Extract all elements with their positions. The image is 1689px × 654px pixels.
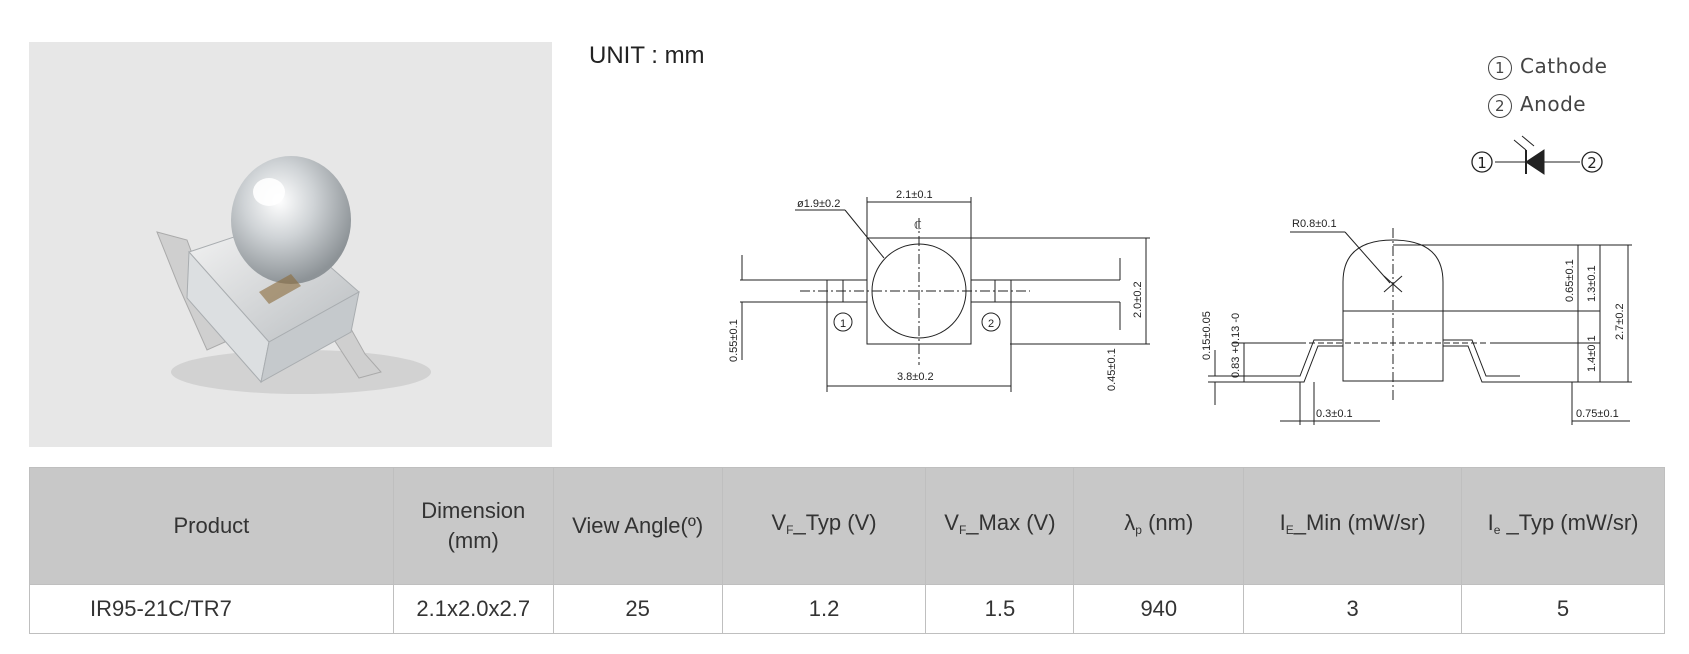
header-subscript: E <box>1285 522 1294 537</box>
pin-number: 1 <box>1488 55 1512 80</box>
header-rest: _Typ (mW/sr) <box>1500 509 1639 535</box>
header-vf-typ: VF_Typ (V) <box>721 467 927 585</box>
dim-pad-width: 0.45±0.1 <box>1106 348 1118 391</box>
table-header-row: Product Dimension(mm) View Angle(º) VF_T… <box>29 467 1665 585</box>
dim-pad-gap: 0.55±0.1 <box>728 319 740 362</box>
table-row: IR95-21C/TR7 2.1x2.0x2.7 25 1.2 1.5 940 … <box>29 584 1665 634</box>
header-wavelength: λp (nm) <box>1073 467 1245 585</box>
dim-length: 3.8±0.2 <box>897 371 934 383</box>
cell-ie-min: 3 <box>1243 584 1463 634</box>
dim-diameter: ø1.9±0.2 <box>797 198 840 210</box>
header-subscript: F <box>786 522 794 537</box>
dim-top-width: 2.1±0.1 <box>896 189 933 201</box>
dim-height: 2.0±0.2 <box>1132 281 1144 318</box>
product-photo <box>29 42 552 447</box>
symbol-pin-2: 2 <box>1587 154 1597 172</box>
cell-dimension: 2.1x2.0x2.7 <box>392 584 554 634</box>
cell-view-angle: 25 <box>552 584 723 634</box>
header-dimension: Dimension (mm) <box>392 467 554 585</box>
pin-mark-2: 2 <box>988 318 994 330</box>
photodiode-symbol-icon <box>1471 135 1603 175</box>
legend-anode: 2 Anode <box>1488 90 1607 128</box>
header-subscript: F <box>958 522 967 537</box>
header-rest: _Min (mW/sr) <box>1293 509 1426 535</box>
dim-lead-end: 0.75±0.1 <box>1576 408 1619 420</box>
pin-mark-1: 1 <box>840 318 846 330</box>
dim-lead-width: 0.3±0.1 <box>1316 408 1353 420</box>
dim-body: 1.4±0.1 <box>1586 335 1598 372</box>
header-symbol: I <box>1279 509 1286 535</box>
unit-label: UNIT : mm <box>589 42 705 69</box>
cell-vf-max: 1.5 <box>925 584 1075 634</box>
header-dimension-line2: (mm) <box>447 528 499 553</box>
header-ie-min: IE_Min (mW/sr) <box>1243 467 1463 585</box>
dim-lead-thick: 0.15±0.05 <box>1201 311 1213 360</box>
cell-wavelength: 940 <box>1073 584 1245 634</box>
header-symbol: λ <box>1124 509 1136 535</box>
led-package-illustration <box>156 156 431 394</box>
top-view-drawing <box>740 197 1150 392</box>
pin-number: 2 <box>1488 93 1512 118</box>
header-subscript: e <box>1493 522 1501 537</box>
dim-dome-total: 1.3±0.1 <box>1586 265 1598 302</box>
legend-label: Cathode <box>1520 54 1608 78</box>
header-product: Product <box>29 467 394 585</box>
header-rest: (nm) <box>1141 509 1194 535</box>
spec-table: Product Dimension(mm) View Angle(º) VF_T… <box>29 467 1665 634</box>
dim-dome: 0.65±0.1 <box>1564 259 1576 302</box>
dimension-drawings: ø1.9±0.2 2.1±0.1 ℂ 1 2 3.8±0.2 2.0±0.2 0… <box>728 135 1632 425</box>
dim-total-height: 2.7±0.2 <box>1614 303 1626 340</box>
symbol-pin-1: 1 <box>1477 154 1487 172</box>
cell-vf-typ: 1.2 <box>721 584 927 634</box>
cell-product: IR95-21C/TR7 <box>29 584 394 634</box>
side-view-drawing <box>1208 228 1632 425</box>
header-rest: _Max (V) <box>966 509 1056 535</box>
legend-label: Anode <box>1520 92 1587 116</box>
header-dimension-line1: Dimension <box>421 498 526 523</box>
header-subscript: p <box>1135 522 1142 537</box>
dim-standoff: 0.83 +0.13 -0 <box>1230 313 1242 378</box>
header-vf-max: VF_Max (V) <box>925 467 1075 585</box>
centerline-mark: ℂ <box>914 220 922 232</box>
dim-radius: R0.8±0.1 <box>1292 218 1337 230</box>
header-symbol: V <box>771 509 787 535</box>
header-ie-typ: Ie _Typ (mW/sr) <box>1461 467 1665 585</box>
legend-cathode: 1 Cathode <box>1488 52 1607 90</box>
header-view-angle: View Angle(º) <box>552 467 723 585</box>
cell-ie-typ: 5 <box>1461 584 1665 634</box>
pin-legend: 1 Cathode 2 Anode <box>1488 52 1607 128</box>
header-symbol: I <box>1487 509 1494 535</box>
header-rest: _Typ (V) <box>793 509 877 535</box>
header-symbol: V <box>944 509 959 535</box>
